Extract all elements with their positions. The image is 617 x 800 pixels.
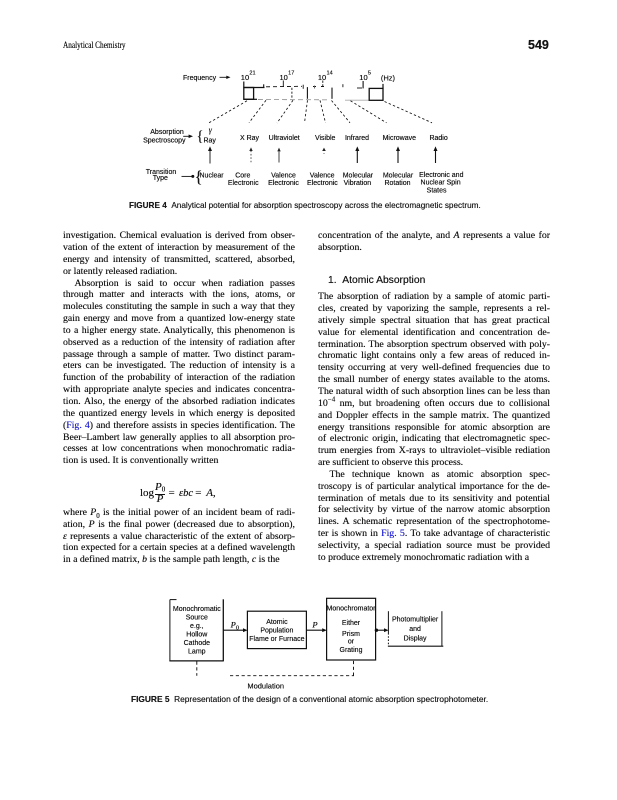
svg-text:Lamp: Lamp <box>188 649 206 656</box>
svg-text:Absorption: Absorption <box>150 129 184 136</box>
svg-text:Type: Type <box>153 175 168 182</box>
svg-text:and: and <box>409 626 421 633</box>
svg-text:P: P <box>230 619 236 629</box>
svg-text:Core: Core <box>235 172 250 179</box>
svg-text:γ: γ <box>209 126 213 135</box>
svg-text:5: 5 <box>368 71 371 77</box>
svg-text:Display: Display <box>404 636 427 643</box>
svg-text:Ray: Ray <box>203 138 216 145</box>
svg-text:P: P <box>311 619 317 629</box>
svg-text:Valence: Valence <box>271 172 296 179</box>
svg-text:Cathode: Cathode <box>184 640 211 647</box>
svg-text:17: 17 <box>288 71 294 77</box>
svg-text:Infrared: Infrared <box>345 135 369 142</box>
svg-text:Nuclear Spin: Nuclear Spin <box>421 180 461 187</box>
svg-text:Vibration: Vibration <box>344 180 372 187</box>
svg-text:Hollow: Hollow <box>186 632 208 639</box>
svg-text:Spectroscopy: Spectroscopy <box>143 138 186 145</box>
svg-text:Molecular: Molecular <box>343 172 374 179</box>
svg-text:Electronic: Electronic <box>228 180 259 187</box>
svg-text:Valence: Valence <box>310 172 335 179</box>
svg-text:Population: Population <box>260 627 293 634</box>
svg-text:Source: Source <box>186 615 208 622</box>
svg-text:e.g.,: e.g., <box>190 623 204 630</box>
svg-text:or: or <box>348 639 355 646</box>
svg-text:(Hz): (Hz) <box>381 73 396 82</box>
svg-text:Molecular: Molecular <box>383 172 414 179</box>
svg-text:Modulation: Modulation <box>247 682 284 691</box>
svg-text:{: { <box>195 167 203 186</box>
svg-text:Electronic and: Electronic and <box>419 172 463 179</box>
svg-text:Frequency: Frequency <box>183 75 217 82</box>
svg-text:21: 21 <box>249 71 255 77</box>
svg-text:Nuclear: Nuclear <box>200 172 225 179</box>
svg-text:0: 0 <box>236 625 239 631</box>
svg-text:10: 10 <box>318 73 326 82</box>
svg-text:Atomic: Atomic <box>266 619 288 626</box>
svg-text:10: 10 <box>241 73 249 82</box>
svg-text:Monochromatic: Monochromatic <box>173 606 221 613</box>
svg-text:14: 14 <box>327 71 333 77</box>
svg-text:States: States <box>427 187 447 194</box>
svg-text:Ultraviolet: Ultraviolet <box>269 135 300 142</box>
svg-text:Grating: Grating <box>340 647 363 654</box>
svg-text:Microwave: Microwave <box>383 135 417 142</box>
svg-text:Prism: Prism <box>342 631 360 638</box>
svg-text:{: { <box>197 128 204 144</box>
svg-text:X Ray: X Ray <box>240 135 260 142</box>
svg-text:Monochromator: Monochromator <box>326 606 376 613</box>
svg-text:Electronic: Electronic <box>268 180 299 187</box>
svg-text:10: 10 <box>280 73 288 82</box>
svg-text:Electronic: Electronic <box>307 180 338 187</box>
svg-text:Flame or Furnace: Flame or Furnace <box>249 636 304 643</box>
svg-text:Visible: Visible <box>315 135 336 142</box>
svg-text:Radio: Radio <box>429 135 447 142</box>
svg-text:Transition: Transition <box>146 169 177 176</box>
svg-text:Rotation: Rotation <box>384 180 410 187</box>
svg-text:10: 10 <box>359 73 367 82</box>
svg-text:Either: Either <box>342 620 361 627</box>
svg-text:Photomultiplier: Photomultiplier <box>392 617 439 624</box>
